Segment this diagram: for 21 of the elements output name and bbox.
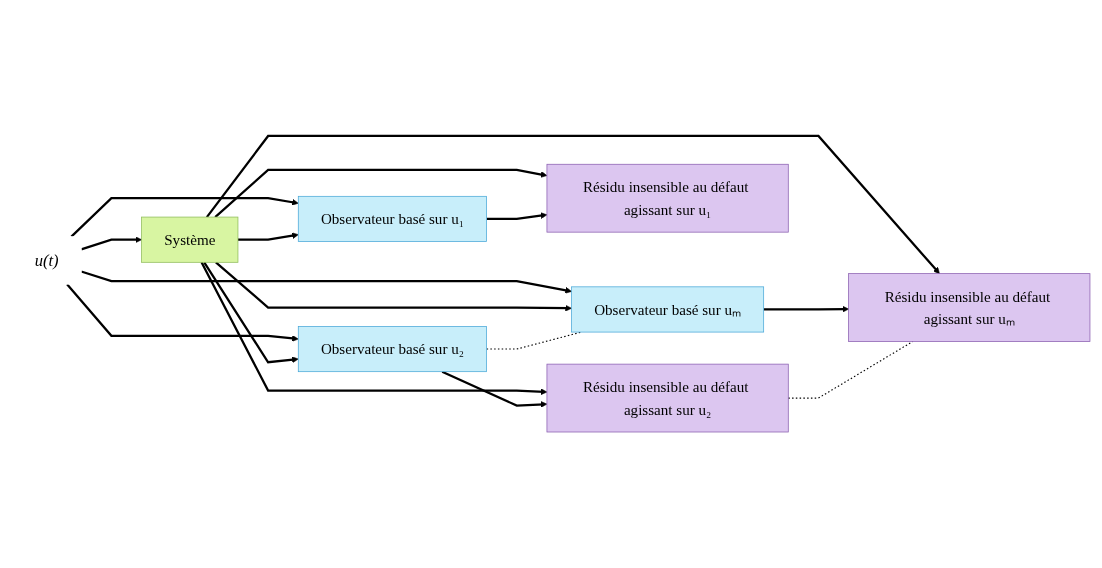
arrow [441, 370, 548, 408]
node-text: u(t) [34, 251, 59, 270]
arrow [486, 212, 548, 221]
arrow [80, 270, 572, 294]
arrow [200, 261, 548, 396]
arrow [214, 168, 548, 218]
arrow [237, 232, 299, 241]
arrow [205, 134, 940, 274]
node-box: Observateur basé sur u₂ [297, 326, 487, 373]
node-box: Observateur basé sur uₘ [571, 286, 765, 333]
arrow [80, 236, 142, 251]
arrow [203, 261, 299, 364]
node-box: Résidu insensible au défaut agissant sur u₁ [546, 163, 789, 233]
node-box: Observateur basé sur u₁ [297, 195, 487, 242]
node-box: Résidu insensible au défaut agissant sur uₘ [848, 273, 1091, 342]
arrow [66, 283, 299, 342]
arrow [70, 197, 299, 238]
node-box: Résidu insensible au défaut agissant sur u₂ [546, 363, 789, 433]
node-box: Système [141, 216, 239, 263]
arrow [763, 305, 849, 313]
arrow [215, 261, 572, 312]
